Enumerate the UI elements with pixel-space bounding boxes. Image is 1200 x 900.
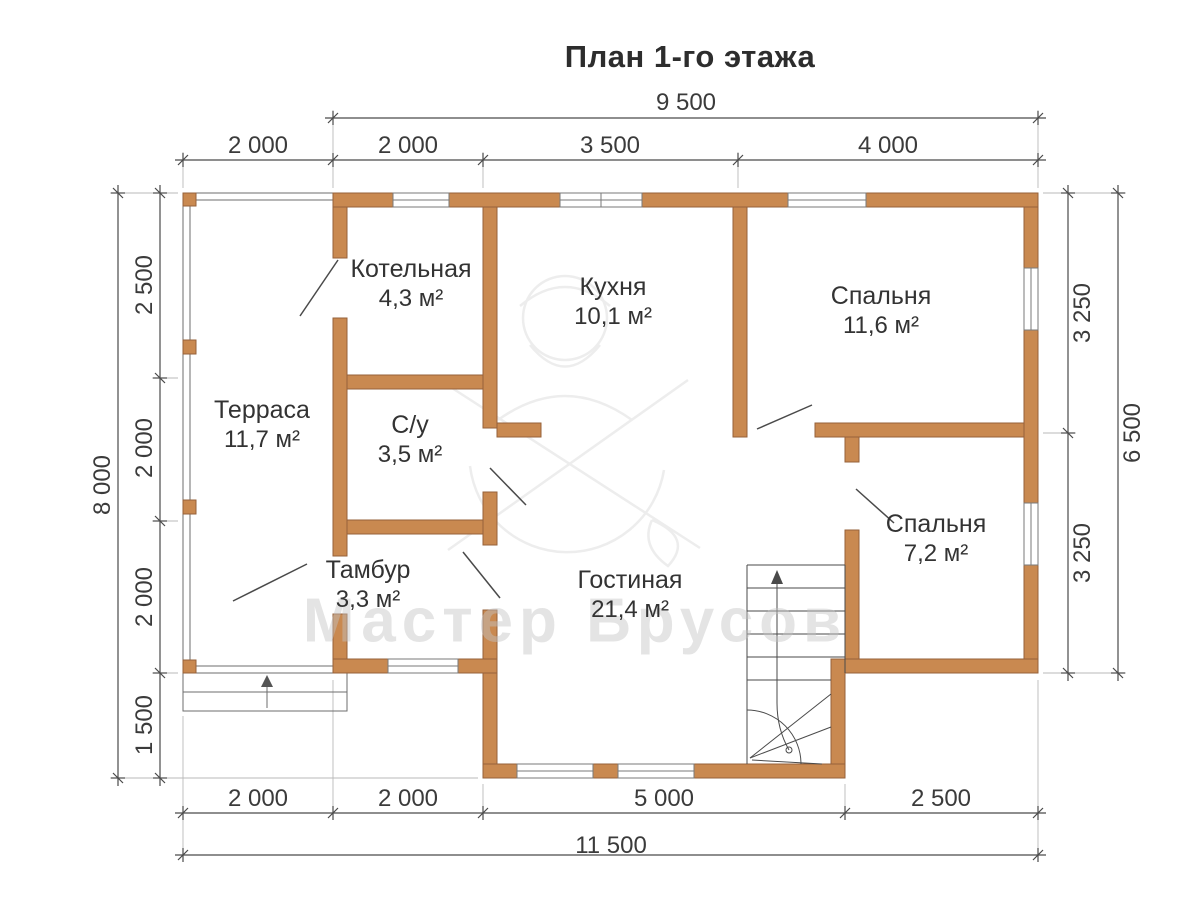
room-label-vestibule: Тамбур 3,3 м² [326, 555, 411, 615]
room-label-kitchen: Кухня 10,1 м² [574, 272, 652, 332]
room-area: 3,3 м² [335, 586, 401, 613]
staircase [746, 564, 846, 765]
room-area: 3,5 м² [377, 441, 443, 468]
extension-lines [110, 110, 1126, 862]
dim-bottom-seg-4: 2 500 [910, 785, 972, 812]
room-name: Спальня [830, 282, 932, 310]
room-label-boiler: Котельная 4,3 м² [350, 254, 471, 314]
doors [232, 259, 895, 602]
dim-left-seg-3: 2 000 [131, 566, 158, 628]
dim-right-total: 6 500 [1119, 402, 1146, 464]
room-name: Котельная [350, 255, 472, 283]
dim-bottom-seg-2: 2 000 [377, 785, 439, 812]
room-name: Тамбур [325, 556, 411, 584]
room-label-bathroom: С/у 3,5 м² [378, 410, 443, 470]
dim-right-seg-2: 3 250 [1069, 522, 1096, 584]
watermark-text: Мастер Брусов [302, 586, 848, 656]
terrace-outline [182, 192, 348, 712]
page-title: План 1-го этажа [564, 39, 816, 74]
room-label-bedroom-2: Спальня 7,2 м² [886, 509, 986, 569]
dim-top-seg-4: 4 000 [857, 132, 919, 159]
room-label-living-room: Гостиная 21,4 м² [578, 565, 683, 625]
dim-bottom-seg-3: 5 000 [633, 785, 695, 812]
dim-bottom-seg-1: 2 000 [227, 785, 289, 812]
room-area: 11,7 м² [223, 426, 301, 453]
stairs-direction-arrow-icon [771, 570, 783, 584]
dim-left-seg-1: 2 500 [131, 254, 158, 316]
walls [182, 192, 1039, 779]
room-area: 11,6 м² [842, 312, 920, 339]
porch-arrow-icon [261, 675, 273, 687]
dim-top-total: 9 500 [655, 89, 717, 116]
dim-left-total: 8 000 [89, 454, 116, 516]
dim-left-seg-2: 2 000 [131, 417, 158, 479]
room-name: Кухня [579, 273, 647, 301]
room-name: С/у [391, 411, 429, 439]
dim-top-seg-2: 2 000 [377, 132, 439, 159]
dim-top-seg-1: 2 000 [227, 132, 289, 159]
dim-left-seg-4: 1 500 [131, 694, 158, 756]
dim-right-seg-1: 3 250 [1069, 282, 1096, 344]
room-area: 7,2 м² [903, 540, 969, 567]
room-name: Терраса [214, 396, 310, 424]
windows [387, 192, 1039, 779]
room-label-terrace: Терраса 11,7 м² [214, 395, 310, 455]
room-area: 10,1 м² [574, 303, 652, 330]
room-name: Спальня [885, 510, 987, 538]
room-label-bedroom-1: Спальня 11,6 м² [831, 281, 931, 341]
dimension-lines [110, 110, 1126, 863]
room-name: Гостиная [577, 566, 683, 594]
dim-top-seg-3: 3 500 [579, 132, 641, 159]
room-area: 21,4 м² [591, 596, 669, 623]
dim-bottom-total: 11 500 [575, 832, 647, 859]
room-area: 4,3 м² [378, 285, 444, 312]
